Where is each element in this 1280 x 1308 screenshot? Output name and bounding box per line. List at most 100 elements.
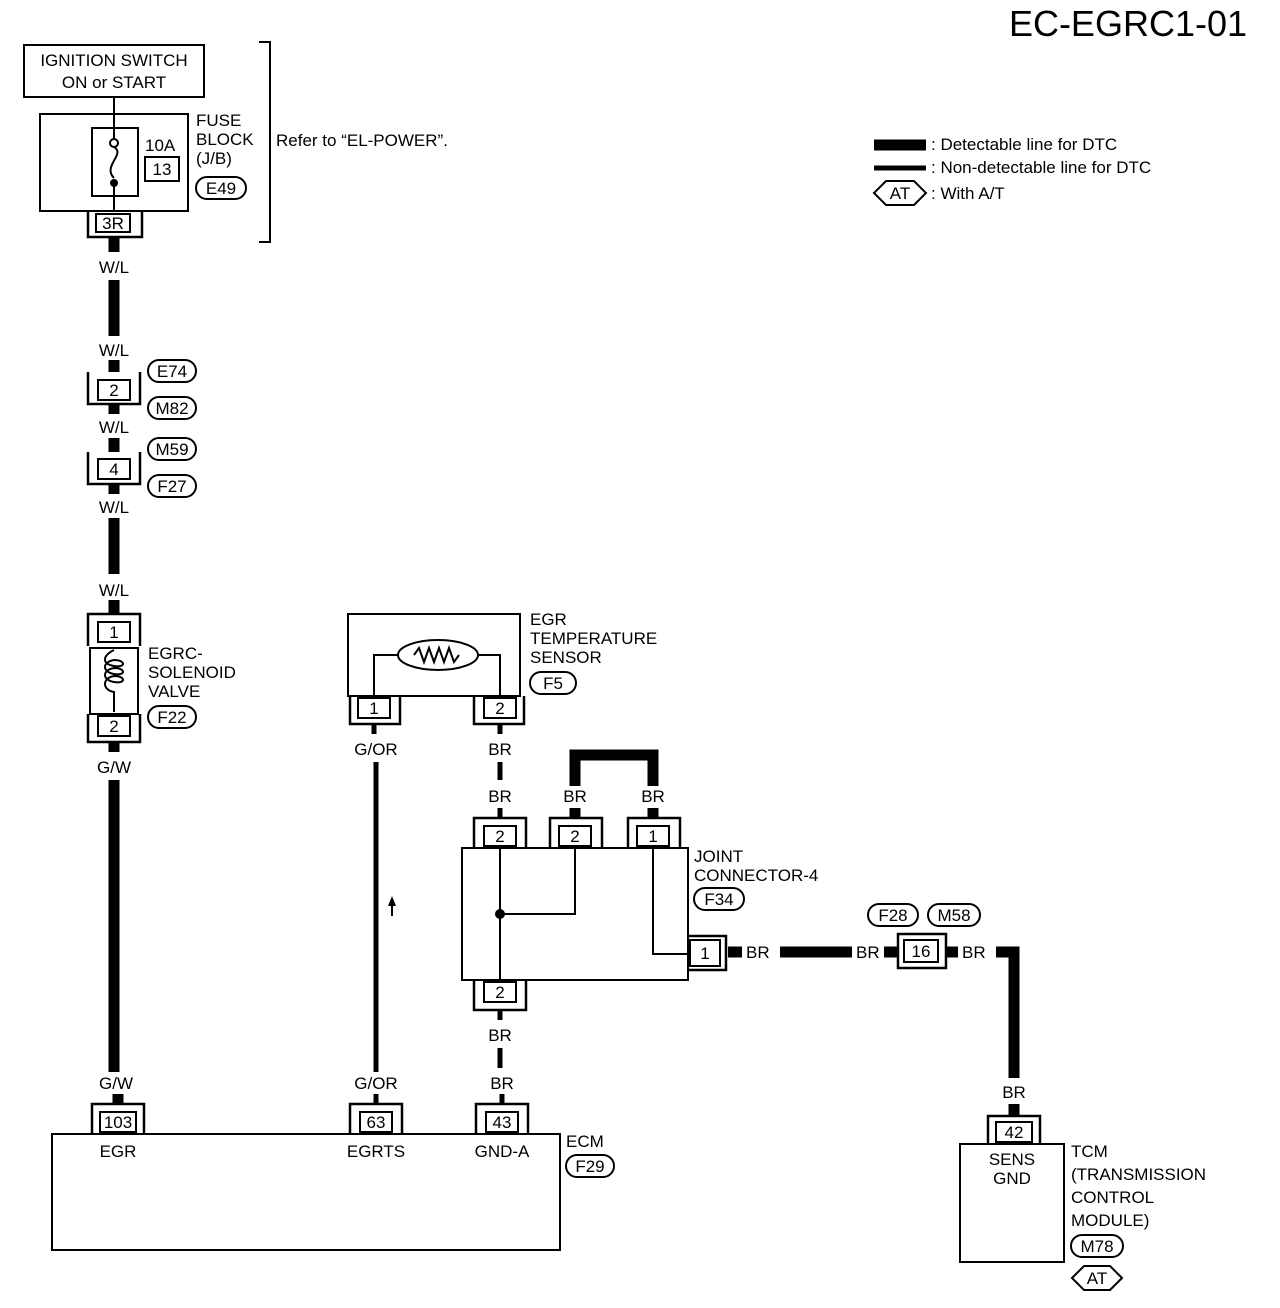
tcm-name-line4: MODULE) <box>1071 1211 1149 1230</box>
connector-m59-f27: 4 M59 F27 <box>86 437 197 498</box>
valve-top-cage <box>86 612 142 646</box>
ecm-pin-egrts: 63 <box>367 1113 386 1132</box>
tcm-pin-cage <box>986 1114 1042 1144</box>
wire-label-br-9: BR <box>962 943 986 962</box>
wire-label-gor-1: G/OR <box>354 740 397 759</box>
ecm-name: ECM <box>566 1132 604 1151</box>
wire-label-wl-1: W/L <box>99 258 129 277</box>
badge-m78 <box>1070 1234 1124 1258</box>
badge-f22-text: F22 <box>157 708 186 727</box>
egrc-solenoid-valve: 1 2 EGRC- SOLENOID VALVE F22 <box>86 612 236 744</box>
badge-m82-text: M82 <box>155 399 188 418</box>
valve-bottom-pin-box <box>97 715 131 737</box>
resistor-zigzag <box>413 645 460 665</box>
sensor-name-line1: EGR <box>530 610 567 629</box>
joint-pin-right: 1 <box>700 944 709 963</box>
ecm: 103 63 43 EGR EGRTS GND-A ECM F29 <box>51 1102 615 1251</box>
connector-f28-pin: 16 <box>912 942 931 961</box>
legend-at-symbol-text: AT <box>890 184 910 203</box>
sensor-pin2-box <box>483 697 517 719</box>
valve-bottom-pin: 2 <box>109 717 118 736</box>
joint-pin-bottom: 2 <box>495 983 504 1002</box>
connector-m59-pin: 4 <box>109 460 118 479</box>
connector-m59-pin-box <box>97 458 131 480</box>
badge-m58-text: M58 <box>937 906 970 925</box>
tcm-at-symbol <box>1070 1265 1124 1291</box>
ignition-switch: IGNITION SWITCH ON or START <box>23 44 205 98</box>
wire-label-br-1: BR <box>488 740 512 759</box>
tcm-terminal-line2: GND <box>993 1169 1031 1188</box>
legend-detectable-label: : Detectable line for DTC <box>931 135 1117 154</box>
badge-m58 <box>927 903 981 927</box>
fuse-block-connector-badge <box>195 176 247 200</box>
sensor-lead-left <box>373 654 398 700</box>
tcm-pin-box <box>995 1121 1033 1143</box>
ecm-pin-egr-box <box>99 1111 137 1133</box>
badge-f22 <box>147 705 197 729</box>
badge-m78-text: M78 <box>1080 1237 1113 1256</box>
sensor-pin1-box <box>357 697 391 719</box>
wire-br-bridge <box>569 749 659 786</box>
joint-splice-dot <box>495 909 505 919</box>
badge-f28-text: F28 <box>878 906 907 925</box>
thermistor-icon <box>397 639 479 671</box>
badge-f29 <box>565 1154 615 1178</box>
badge-f5 <box>529 671 577 695</box>
connector-f28-m58: 16 F28 M58 <box>867 903 981 970</box>
tcm-body <box>959 1143 1065 1263</box>
ecm-terminal-egrts: EGRTS <box>347 1142 405 1161</box>
joint-pin-a-cage <box>472 816 528 848</box>
wire-label-br-2: BR <box>488 787 512 806</box>
ecm-pin-gnd-box <box>485 1111 519 1133</box>
ecm-pin-egrts-cage <box>348 1102 404 1134</box>
ecm-body <box>51 1133 561 1251</box>
wire-label-br-10: BR <box>1002 1083 1026 1102</box>
fuse-number-box <box>144 156 180 182</box>
badge-f28 <box>867 903 919 927</box>
ecm-terminal-egr: EGR <box>100 1142 137 1161</box>
fuse-number: 13 <box>153 160 172 179</box>
fuse-terminal-label: 3R <box>102 214 124 233</box>
wire-label-br-8: BR <box>856 943 880 962</box>
joint-pin-b-cage <box>548 816 604 848</box>
wire-label-br-5: BR <box>488 1026 512 1045</box>
tcm-at-symbol-text: AT <box>1087 1269 1107 1288</box>
wire-label-br-3: BR <box>563 787 587 806</box>
fuse-rating: 10A <box>145 136 176 155</box>
legend: : Detectable line for DTC : Non-detectab… <box>872 135 1151 206</box>
badge-m59 <box>147 437 197 461</box>
badge-f34 <box>693 887 745 911</box>
fuse-block-name-line1: FUSE <box>196 111 241 130</box>
joint-internal-c <box>652 846 690 955</box>
fuse-block-name-line2: BLOCK <box>196 130 254 149</box>
connector-f28-pin-box <box>903 939 939 963</box>
wire-br-to-tcm-b <box>996 946 1020 1078</box>
connector-e74-pin: 2 <box>109 381 118 400</box>
sensor-pin1: 1 <box>369 699 378 718</box>
wire-label-wl-3: W/L <box>99 418 129 437</box>
joint-pin-c: 1 <box>648 827 657 846</box>
legend-at-label: : With A/T <box>931 184 1005 203</box>
joint-connector-4: 2 2 1 1 2 JOINT CONNECTOR-4 F34 <box>461 816 818 1012</box>
ignition-switch-box <box>23 44 205 98</box>
wire-label-br-7: BR <box>746 943 770 962</box>
wire-label-wl-5: W/L <box>99 581 129 600</box>
ignition-switch-line1: IGNITION SWITCH <box>40 51 187 70</box>
valve-top-pin: 1 <box>109 623 118 642</box>
badge-e74 <box>147 359 197 383</box>
connector-e74-pin-box <box>97 379 131 401</box>
wire-label-gw-1: G/W <box>97 758 131 777</box>
valve-name-line2: SOLENOID <box>148 663 236 682</box>
sensor-lead-right <box>478 654 501 700</box>
wire-label-br-4: BR <box>641 787 665 806</box>
legend-non-detectable-label: : Non-detectable line for DTC <box>931 158 1151 177</box>
fuse-icon <box>109 146 119 179</box>
ecm-terminal-gnd: GND-A <box>475 1142 530 1161</box>
badge-f27-text: F27 <box>157 477 186 496</box>
badge-m82 <box>147 396 197 420</box>
wire-label-wl-4: W/L <box>99 498 129 517</box>
badge-f34-text: F34 <box>704 890 733 909</box>
joint-pin-c-cage <box>626 816 682 848</box>
fuse-block: 10A 13 FUSE BLOCK (J/B) E49 3R <box>39 111 254 239</box>
joint-pin-bottom-box <box>483 981 517 1003</box>
